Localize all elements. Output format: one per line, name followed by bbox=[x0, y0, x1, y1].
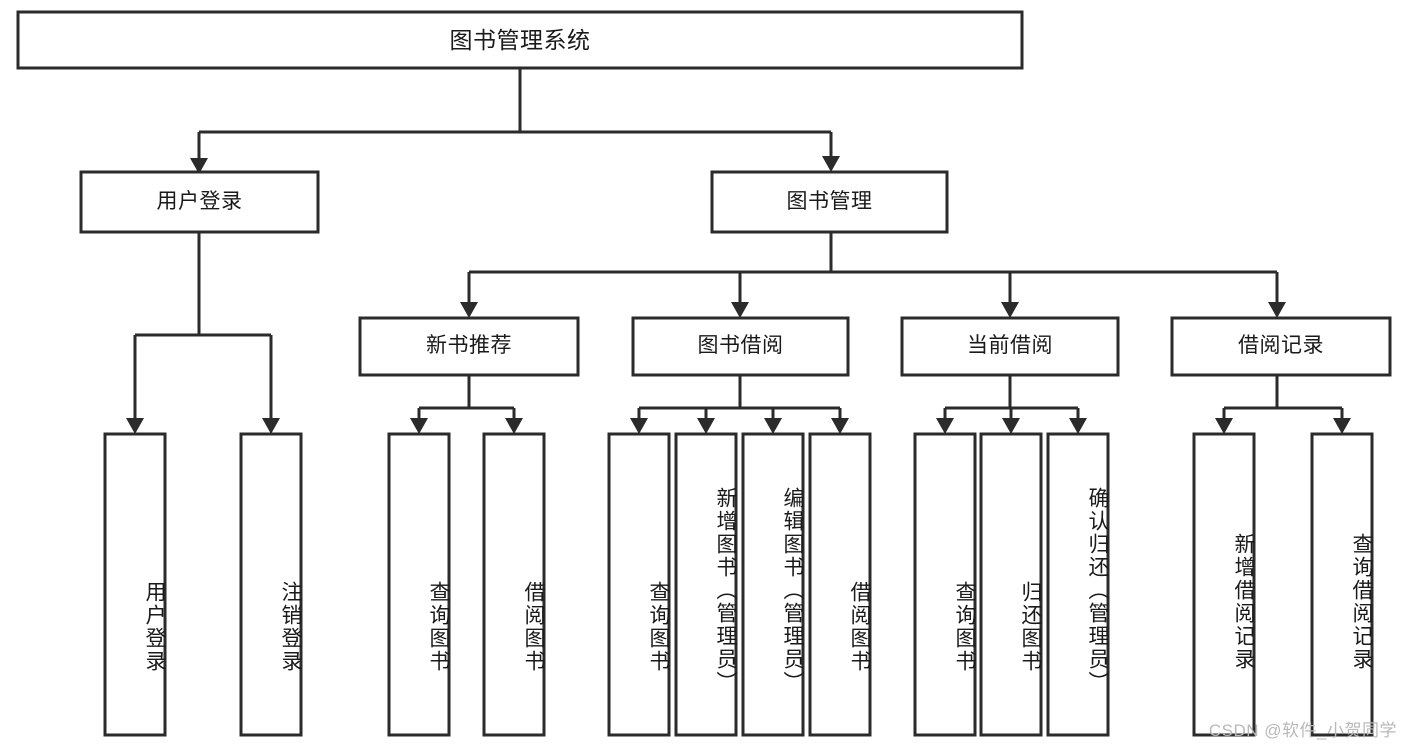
leaf-box-new-book-rec-1[interactable] bbox=[482, 432, 546, 737]
leaf-label-borrow-record-1: 查询借阅记录 bbox=[1350, 532, 1373, 671]
node-book-manage-label: 图书管理 bbox=[786, 189, 873, 213]
leaf-box-book-borrow-2[interactable] bbox=[741, 432, 805, 737]
leaf-label-book-borrow-0: 查询图书 bbox=[647, 580, 670, 673]
leaf-box-book-borrow-3[interactable] bbox=[808, 432, 872, 737]
leaf-label-user-login-1: 注销登录 bbox=[279, 580, 302, 673]
node-user-login[interactable] bbox=[79, 170, 320, 234]
leaf-label-new-book-rec-1: 借阅图书 bbox=[522, 580, 545, 673]
leaf-box-borrow-record-0[interactable] bbox=[1192, 432, 1256, 737]
leaf-label-current-borrow-2: 确认归还（管理员） bbox=[1086, 487, 1109, 694]
leaf-box-book-borrow-1[interactable] bbox=[674, 432, 738, 737]
leaf-label-current-borrow-1: 归还图书 bbox=[1019, 580, 1042, 673]
leaf-box-new-book-rec-0[interactable] bbox=[387, 432, 451, 737]
leaf-box-user-login-1[interactable] bbox=[239, 432, 303, 737]
leaf-label-book-borrow-3: 借阅图书 bbox=[848, 580, 871, 673]
leaf-label-borrow-record-0: 新增借阅记录 bbox=[1232, 532, 1255, 671]
node-borrow-record[interactable] bbox=[1170, 316, 1392, 377]
leaf-box-current-borrow-1[interactable] bbox=[979, 432, 1043, 737]
node-book-manage[interactable] bbox=[710, 170, 949, 234]
connector-currentborrow-to-leaves bbox=[936, 375, 1087, 434]
node-current-borrow[interactable] bbox=[900, 316, 1120, 377]
leaf-label-user-login-0: 用户登录 bbox=[143, 580, 166, 673]
node-new-book-rec-label: 新书推荐 bbox=[426, 334, 512, 358]
leaf-box-borrow-record-1[interactable] bbox=[1310, 432, 1374, 737]
leaf-box-book-borrow-0[interactable] bbox=[607, 432, 671, 737]
node-user-login-label: 用户登录 bbox=[156, 189, 243, 213]
connector-bookborrow-to-leaves bbox=[630, 375, 849, 434]
connector-newbook-to-leaves bbox=[410, 375, 523, 434]
node-root[interactable] bbox=[16, 10, 1024, 70]
node-book-borrow[interactable] bbox=[631, 316, 850, 377]
connector-root-to-level2 bbox=[190, 68, 840, 174]
connector-borrowrecord-to-leaves bbox=[1215, 375, 1351, 434]
node-borrow-record-label: 借阅记录 bbox=[1238, 334, 1324, 358]
leaf-label-new-book-rec-0: 查询图书 bbox=[427, 580, 450, 673]
leaf-label-book-borrow-2: 编辑图书（管理员） bbox=[781, 487, 804, 694]
leaf-label-current-borrow-0: 查询图书 bbox=[953, 580, 976, 673]
connector-bookmanage-to-level3 bbox=[460, 232, 1286, 318]
node-new-book-rec[interactable] bbox=[358, 316, 580, 377]
leaf-box-user-login-0[interactable] bbox=[103, 432, 167, 737]
node-current-borrow-label: 当前借阅 bbox=[967, 334, 1053, 358]
leaf-box-current-borrow-0[interactable] bbox=[913, 432, 977, 737]
node-book-borrow-label: 图书借阅 bbox=[697, 334, 784, 358]
leaf-label-book-borrow-1: 新增图书（管理员） bbox=[714, 487, 737, 694]
node-root-label: 图书管理系统 bbox=[449, 26, 591, 53]
connector-userlogin-to-leaves bbox=[126, 232, 280, 434]
leaf-box-current-borrow-2[interactable] bbox=[1046, 432, 1110, 737]
